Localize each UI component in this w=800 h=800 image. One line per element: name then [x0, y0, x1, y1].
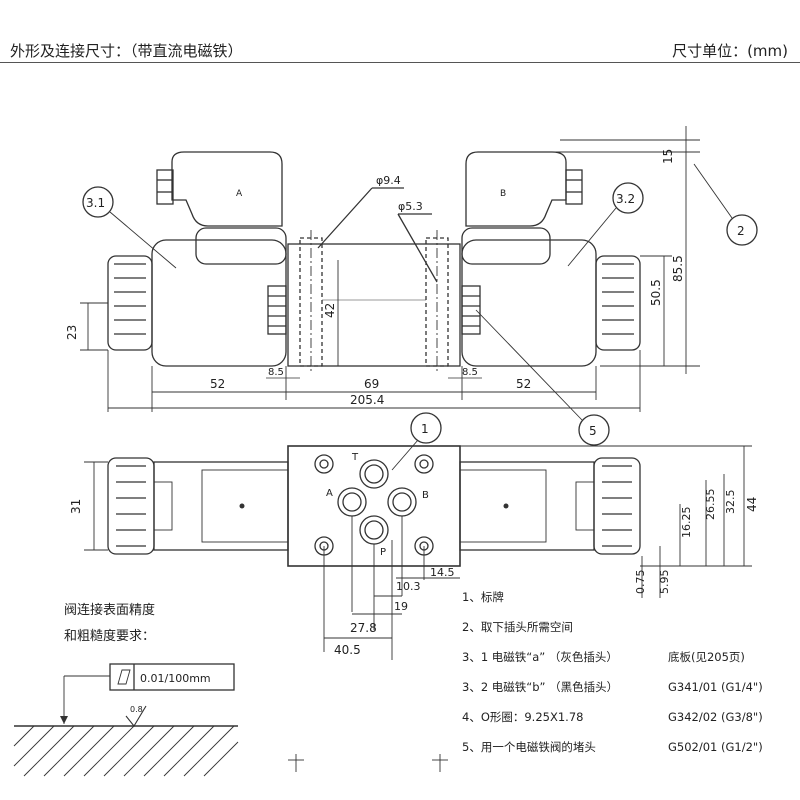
- valve-body-side: [287, 243, 461, 367]
- flatness-value: 0.01/100mm: [140, 672, 211, 685]
- dim-50-5: 50.5: [649, 279, 663, 306]
- override-knob-b: [461, 285, 481, 335]
- drawing-title: 外形及连接尺寸：（带直流电磁铁）: [10, 42, 243, 60]
- dim-8-5-right: 8.5: [462, 367, 478, 378]
- legend-item: 5、用一个电磁铁阀的堵头: [462, 740, 596, 754]
- port-b-hole: [387, 487, 417, 517]
- connector-a-screw: [156, 169, 174, 205]
- port-t-label: T: [351, 452, 359, 463]
- svg-text:5: 5: [589, 424, 597, 438]
- solenoid-b-plan: [459, 461, 595, 551]
- port-p-hole: [359, 515, 389, 545]
- solenoid-b-cap: [461, 227, 551, 265]
- dim-14-5: 14.5: [430, 566, 455, 579]
- top-view: A B φ9.4 φ5.3: [65, 126, 758, 446]
- connector-b-screw: [565, 169, 583, 205]
- port-a-hole: [337, 487, 367, 517]
- dim-85-5: 85.5: [671, 255, 685, 282]
- dim-19: 19: [394, 600, 408, 613]
- svg-text:3.1: 3.1: [86, 196, 105, 210]
- svg-text:3.2: 3.2: [616, 192, 635, 206]
- dim-phi-9-4: φ9.4: [376, 174, 401, 187]
- connector-b-outline: [465, 151, 567, 227]
- legend-part-number: G502/01 (G1/2"): [668, 740, 763, 754]
- port-p-label: P: [380, 547, 386, 558]
- dim-69: 69: [364, 377, 379, 391]
- legend-item: 3、2 电磁铁“b” （黑色插头）: [462, 680, 619, 694]
- nut-a-plan: [107, 457, 155, 555]
- dim-phi-5-3: φ5.3: [398, 200, 423, 213]
- flatness-frame: [109, 663, 235, 691]
- legend-part-number: 底板(见205页): [668, 650, 745, 664]
- surface-line-1: 阀连接表面精度: [64, 603, 156, 618]
- dim-5-95: 5.95: [658, 570, 671, 595]
- surface-line-2: 和粗糙度要求：: [64, 629, 156, 644]
- connector-a-outline: [171, 151, 283, 227]
- surface-spec: 0.01/100mm 0.8: [13, 663, 448, 777]
- balloon-5: [578, 414, 610, 446]
- port-b-label: B: [422, 490, 429, 501]
- port-a-label: A: [326, 488, 333, 499]
- bolt-hole-tl: [314, 454, 334, 474]
- nut-b-plan: [593, 457, 641, 555]
- header-bar: 外形及连接尺寸：（带直流电磁铁） 尺寸单位：(mm): [0, 0, 800, 63]
- legend-item: 3、1 电磁铁“a” （灰色插头）: [462, 650, 618, 664]
- dim-42: 42: [323, 303, 337, 318]
- dim-8-5-left: 8.5: [268, 367, 284, 378]
- balloon-2: [726, 214, 758, 246]
- solenoid-a-body: [151, 239, 287, 367]
- bottom-view: T A B P 1 31 44 32.5 26.55 16.25 0.75 5.…: [69, 412, 759, 660]
- unit-label: 尺寸单位：(mm): [672, 42, 788, 60]
- coil-b-letter: B: [500, 189, 506, 199]
- balloon-3-1: [82, 186, 114, 218]
- dim-44: 44: [745, 497, 759, 512]
- port-t-hole: [359, 459, 389, 489]
- dim-23: 23: [65, 325, 79, 340]
- legend-part-number: G342/02 (G3/8"): [668, 710, 763, 724]
- dim-10-3: 10.3: [396, 580, 421, 593]
- dim-26-55: 26.55: [704, 489, 717, 521]
- bolt-hole-tr: [414, 454, 434, 474]
- dim-15: 15: [661, 149, 675, 164]
- svg-text:2: 2: [737, 224, 745, 238]
- knurled-nut-b: [595, 255, 641, 351]
- dim-32-5: 32.5: [724, 490, 737, 515]
- dim-40-5: 40.5: [334, 643, 361, 657]
- solenoid-a-cap: [195, 227, 287, 265]
- solenoid-b-body: [461, 239, 597, 367]
- dim-52-right: 52: [516, 377, 531, 391]
- legend-item: 1、标牌: [462, 590, 504, 604]
- override-knob-a: [267, 285, 287, 335]
- dim-205-4: 205.4: [350, 393, 384, 407]
- dim-27-8: 27.8: [350, 621, 377, 635]
- legend-item: 2、取下插头所需空间: [462, 620, 573, 634]
- balloon-3-2: [612, 182, 644, 214]
- dim-16-25: 16.25: [680, 507, 693, 539]
- dim-52-left: 52: [210, 377, 225, 391]
- solenoid-a-plan: [153, 461, 289, 551]
- surface-requirement-text: 阀连接表面精度 和粗糙度要求：: [64, 598, 155, 650]
- knurled-nut-a: [107, 255, 153, 351]
- roughness-ra: 0.8: [130, 705, 143, 714]
- balloon-1: [410, 412, 442, 444]
- dim-31: 31: [69, 499, 83, 514]
- coil-a-letter: A: [236, 189, 243, 199]
- svg-text:1: 1: [421, 422, 429, 436]
- dim-0-75: 0.75: [634, 570, 647, 595]
- legend-item: 4、O形圈：9.25X1.78: [462, 710, 584, 724]
- legend-part-number: G341/01 (G1/4"): [668, 680, 763, 694]
